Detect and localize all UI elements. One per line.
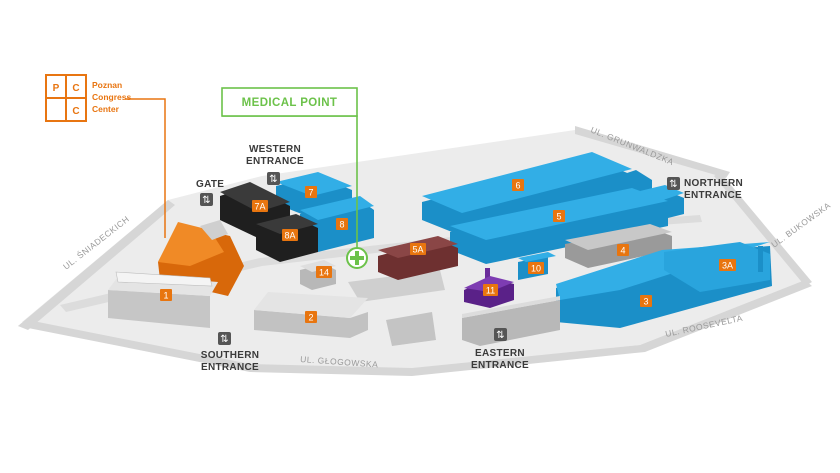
gate-label: GATE bbox=[196, 179, 224, 190]
eastern-entrance-line1: EASTERN bbox=[475, 348, 525, 359]
hall-3-number-badge bbox=[640, 295, 652, 307]
hall-3a-number: 3A bbox=[722, 261, 733, 271]
street-roosevelta bbox=[412, 280, 812, 376]
hall-6-number: 6 bbox=[515, 181, 520, 191]
street-label-bukowska: UL. BUKOWSKA bbox=[769, 200, 832, 250]
hall-10[interactable]: 10 bbox=[518, 252, 556, 280]
hall-14[interactable]: 14 bbox=[300, 260, 336, 290]
hall-8a-number: 8A bbox=[284, 231, 295, 241]
hall-2-number-badge bbox=[305, 311, 317, 323]
hall-5-number: 5 bbox=[556, 212, 561, 222]
hall-7-number: 7 bbox=[308, 188, 313, 198]
svg-text:⇅: ⇅ bbox=[220, 334, 228, 345]
hall-10-number: 10 bbox=[531, 264, 541, 274]
eastern-buildings bbox=[348, 270, 560, 346]
hall-4[interactable]: 4 bbox=[565, 224, 672, 268]
hall-5a-number-badge bbox=[410, 243, 426, 255]
northern-entrance-line2: ENTRANCE bbox=[684, 190, 742, 201]
pcc-logo-letter-p: P bbox=[53, 83, 60, 94]
street-grunwaldzka bbox=[575, 126, 730, 178]
hall-4-number: 4 bbox=[620, 246, 625, 256]
eastern-entrance-arrows-icon[interactable]: ⇅ bbox=[494, 328, 507, 341]
street-bukowska bbox=[714, 172, 812, 286]
hall-14-number-badge bbox=[316, 266, 332, 278]
hall-5a[interactable]: 5A bbox=[378, 236, 458, 280]
southern-entrance-line2: ENTRANCE bbox=[201, 362, 259, 373]
hall-6[interactable]: 6 bbox=[422, 152, 652, 236]
hall-1[interactable]: 1 bbox=[108, 271, 218, 328]
western-entrance-line2: ENTRANCE bbox=[246, 156, 304, 167]
street-glogowska bbox=[18, 320, 412, 376]
hall-8a-number-badge bbox=[282, 229, 298, 241]
hall-10-number-badge bbox=[528, 262, 544, 274]
hall-5-number-badge bbox=[553, 210, 565, 222]
medical-point-callout-box bbox=[221, 87, 358, 117]
svg-text:⇅: ⇅ bbox=[496, 330, 504, 341]
eastern-entrance-line2: ENTRANCE bbox=[471, 360, 529, 371]
hall-8a[interactable]: 8A bbox=[256, 214, 318, 262]
hall-3a-number-badge bbox=[719, 259, 736, 271]
svg-text:⇅: ⇅ bbox=[669, 179, 677, 190]
hall-8-number: 8 bbox=[339, 220, 344, 230]
pcc-logo: P C C bbox=[45, 74, 87, 122]
pcc-callout-line bbox=[125, 98, 166, 238]
hall-5[interactable]: 5 bbox=[450, 188, 668, 264]
hall-11-number-badge bbox=[483, 284, 498, 296]
pcc-name-line2: Congress bbox=[92, 92, 131, 102]
hall-1-number-badge bbox=[160, 289, 172, 301]
southern-entrance-arrows-icon[interactable]: ⇅ bbox=[218, 332, 231, 345]
hall-3[interactable]: 3 bbox=[556, 242, 772, 328]
hall-3a-label[interactable]: 3A bbox=[719, 259, 736, 271]
western-entrance-arrows-icon[interactable]: ⇅ bbox=[267, 172, 280, 185]
pcc-logo-letter-c2: C bbox=[72, 106, 79, 117]
hall-1-number: 1 bbox=[163, 291, 168, 301]
hall-7a-number: 7A bbox=[254, 202, 265, 212]
medical-point-label: MEDICAL POINT bbox=[242, 97, 338, 109]
hall-6-number-badge bbox=[512, 179, 524, 191]
hall-2[interactable]: 2 bbox=[254, 292, 368, 338]
gate-arrows-icon[interactable]: ⇅ bbox=[200, 193, 213, 206]
hall-4-number-badge bbox=[617, 244, 629, 256]
pcc-logo-letter-c1: C bbox=[72, 83, 79, 94]
svg-text:⇅: ⇅ bbox=[269, 174, 277, 185]
hall-11-number: 11 bbox=[486, 286, 495, 296]
hall-7-number-badge bbox=[305, 186, 317, 198]
pcc-name-line1: Poznan bbox=[92, 80, 122, 90]
hall-8-number-badge bbox=[336, 218, 348, 230]
hall-3-number: 3 bbox=[643, 297, 648, 307]
hall-5a-number: 5A bbox=[412, 245, 423, 255]
western-entrance-line1: WESTERN bbox=[249, 144, 301, 155]
pcc-name-line3: Center bbox=[92, 104, 120, 114]
street-sniadeckich bbox=[18, 200, 175, 330]
northern-entrance-line1: NORTHERN bbox=[684, 178, 743, 189]
hall-7a-number-badge bbox=[252, 200, 268, 212]
hall-2-number: 2 bbox=[308, 313, 313, 323]
hall-14-number: 14 bbox=[319, 268, 329, 278]
hall-8[interactable]: 8 bbox=[300, 196, 374, 252]
northern-entrance-arrows-icon[interactable]: ⇅ bbox=[667, 177, 680, 190]
hall-11[interactable]: 11 bbox=[464, 268, 514, 308]
southern-entrance-line1: SOUTHERN bbox=[201, 350, 260, 361]
svg-text:⇅: ⇅ bbox=[202, 195, 210, 206]
medical-cross-icon[interactable] bbox=[346, 247, 368, 269]
